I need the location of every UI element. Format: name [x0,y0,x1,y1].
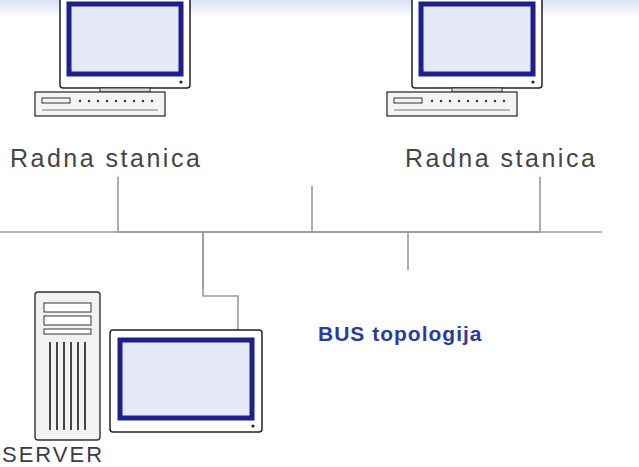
bus-stub [407,232,409,270]
server-drop [203,288,238,330]
bus-connector [118,177,203,288]
node-label: SERVER [2,442,104,467]
workstation-icon [387,0,542,116]
server-monitor [110,330,262,432]
workstation-node: Radna stanica [400,0,635,177]
diagram-title: BUS topologija [318,322,483,346]
server-node: SERVER [0,288,270,467]
node-label: Radna stanica [405,144,597,173]
bus-stub [311,186,313,232]
node-label: Radna stanica [10,144,202,173]
workstation-icon [35,0,190,116]
workstation-node: Radna stanica [8,0,248,177]
bus-connector [203,177,540,288]
server-tower [35,292,100,440]
